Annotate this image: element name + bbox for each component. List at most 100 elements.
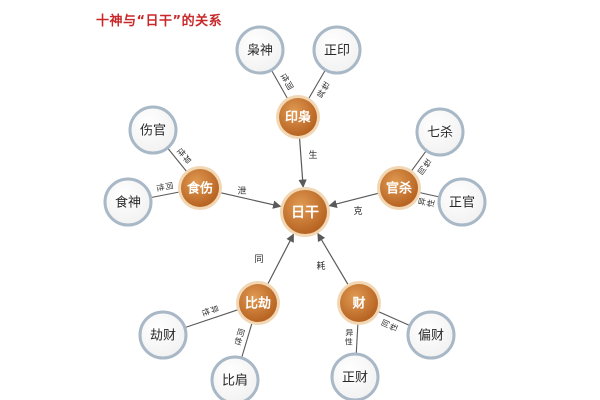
center-label: 日干 (291, 205, 319, 221)
leaf-label: 劫财 (150, 329, 176, 344)
leaf-node-cai-0: 偏财 (406, 310, 456, 360)
leaf-circle (103, 177, 153, 227)
edge-label-yin-1-char: 异 (315, 87, 326, 99)
leaf-circle (330, 352, 380, 400)
edge-label-cai-1-char: 异 (345, 328, 353, 337)
edge-label-cai-1: 异性 (345, 328, 354, 346)
arrow-yin-to-center (298, 137, 307, 188)
relation-label-shi: 泄 (237, 185, 246, 197)
leaf-node-yin-1: 正印 (312, 25, 362, 75)
edge-label-yin-0-char: 同 (283, 79, 294, 91)
leaf-circle (415, 107, 465, 157)
edge-label-yin-0-char: 性 (279, 71, 291, 84)
edge-label-bijie-1-char: 性 (233, 335, 244, 347)
connector-yin-0 (270, 69, 290, 101)
edge-label-guan-0: 同性 (416, 157, 433, 176)
leaf-node-cai-1: 正财 (330, 352, 380, 400)
connector-guan-0 (409, 150, 427, 173)
edge-label-yin-1: 异性 (315, 79, 331, 99)
hub-node-bijie: 比劫 (236, 281, 280, 325)
hub-node-shi: 食伤 (178, 166, 222, 210)
edge-label-shi-1-char: 同 (164, 181, 174, 191)
connector-bijie-1 (241, 321, 254, 359)
leaf-circle (406, 310, 456, 360)
leaf-label: 七杀 (427, 126, 453, 141)
leaf-circle (210, 355, 260, 400)
edge-label-bijie-1-char: 同 (236, 328, 246, 339)
hub-label: 比劫 (245, 296, 271, 312)
edge-label-cai-1-char: 性 (345, 336, 354, 346)
leaf-node-shi-1: 食神 (103, 177, 153, 227)
leaf-label: 正官 (449, 195, 475, 211)
leaf-circle (128, 105, 178, 155)
leaf-node-guan-1: 正官 (437, 177, 487, 227)
connector-guan-1 (417, 191, 440, 198)
edge-label-guan-1: 异性 (417, 197, 436, 209)
leaf-circle (437, 177, 487, 227)
connector-bijie-0 (184, 308, 241, 329)
connector-shi-0 (167, 147, 189, 174)
edge-label-yin-1-char: 性 (319, 79, 331, 92)
edge-label-bijie-1: 同性 (233, 328, 246, 348)
relation-label-guan: 克 (353, 206, 362, 217)
hub-node-yin: 印枭 (276, 95, 320, 139)
leaf-label: 食神 (115, 195, 141, 211)
center-circle (283, 190, 327, 234)
relation-label-cai: 耗 (316, 261, 325, 272)
leaf-label: 伤官 (140, 123, 166, 139)
edge-label-bijie-0-char: 异 (209, 304, 220, 314)
leaf-node-shi-0: 伤官 (128, 105, 178, 155)
edge-label-bijie-0: 异性 (200, 304, 220, 317)
edge-label-shi-0-char: 异 (181, 153, 193, 165)
arrow-shi-to-center (220, 192, 282, 209)
edge-label-cai-0-char: 同 (380, 318, 391, 329)
edge-label-guan-1-char: 异 (417, 197, 428, 207)
hub-label: 食伤 (187, 181, 213, 197)
hub-label: 印枭 (285, 110, 311, 126)
edge-label-cai-0-char: 性 (387, 321, 399, 332)
edge-label-guan-1-char: 性 (425, 198, 436, 208)
leaf-circle (138, 310, 188, 360)
leaf-node-bijie-0: 劫财 (138, 310, 188, 360)
hub-circle (181, 169, 219, 207)
edge-label-yin-0: 同性 (279, 71, 295, 91)
edge-label-shi-1: 同性 (155, 181, 174, 192)
diagram-title: 十神与“日干”的关系 (96, 14, 223, 29)
hub-label: 官杀 (386, 181, 412, 197)
hub-circle (340, 284, 378, 322)
arrow-bijie-to-center (267, 233, 295, 285)
leaf-circle (235, 25, 285, 75)
edge-label-bijie-0-char: 性 (200, 307, 212, 318)
edge-label-cai-0: 同性 (380, 318, 400, 333)
connector-cai-0 (376, 310, 411, 327)
arrow-cai-to-center (317, 232, 349, 286)
leaf-label: 正印 (324, 44, 350, 59)
hub-circle (380, 169, 418, 207)
hub-circle (279, 98, 317, 136)
edge-label-shi-0: 异性 (175, 146, 193, 165)
edge-label-guan-0-char: 同 (416, 164, 428, 176)
connector-yin-1 (307, 69, 326, 101)
leaf-label: 比肩 (222, 373, 248, 389)
arrow-guan-to-center (328, 192, 379, 209)
leaf-node-bijie-1: 比肩 (210, 355, 260, 400)
hub-label: 财 (352, 296, 365, 312)
hub-node-guan: 官杀 (377, 166, 421, 210)
leaf-node-guan-0: 七杀 (415, 107, 465, 157)
leaf-label: 偏财 (418, 329, 444, 344)
leaf-node-yin-0: 枭神 (235, 25, 285, 75)
hub-circle (239, 284, 277, 322)
center-node-rigan: 日干 (280, 187, 330, 237)
connector-cai-1 (355, 321, 359, 355)
leaf-circle (312, 25, 362, 75)
edge-label-shi-1-char: 性 (155, 183, 166, 193)
relation-label-yin: 生 (308, 149, 317, 161)
relation-label-bijie: 同 (254, 254, 263, 265)
leaf-label: 枭神 (247, 43, 273, 59)
hub-node-cai: 财 (337, 281, 381, 325)
connector-shi-1 (150, 191, 182, 199)
